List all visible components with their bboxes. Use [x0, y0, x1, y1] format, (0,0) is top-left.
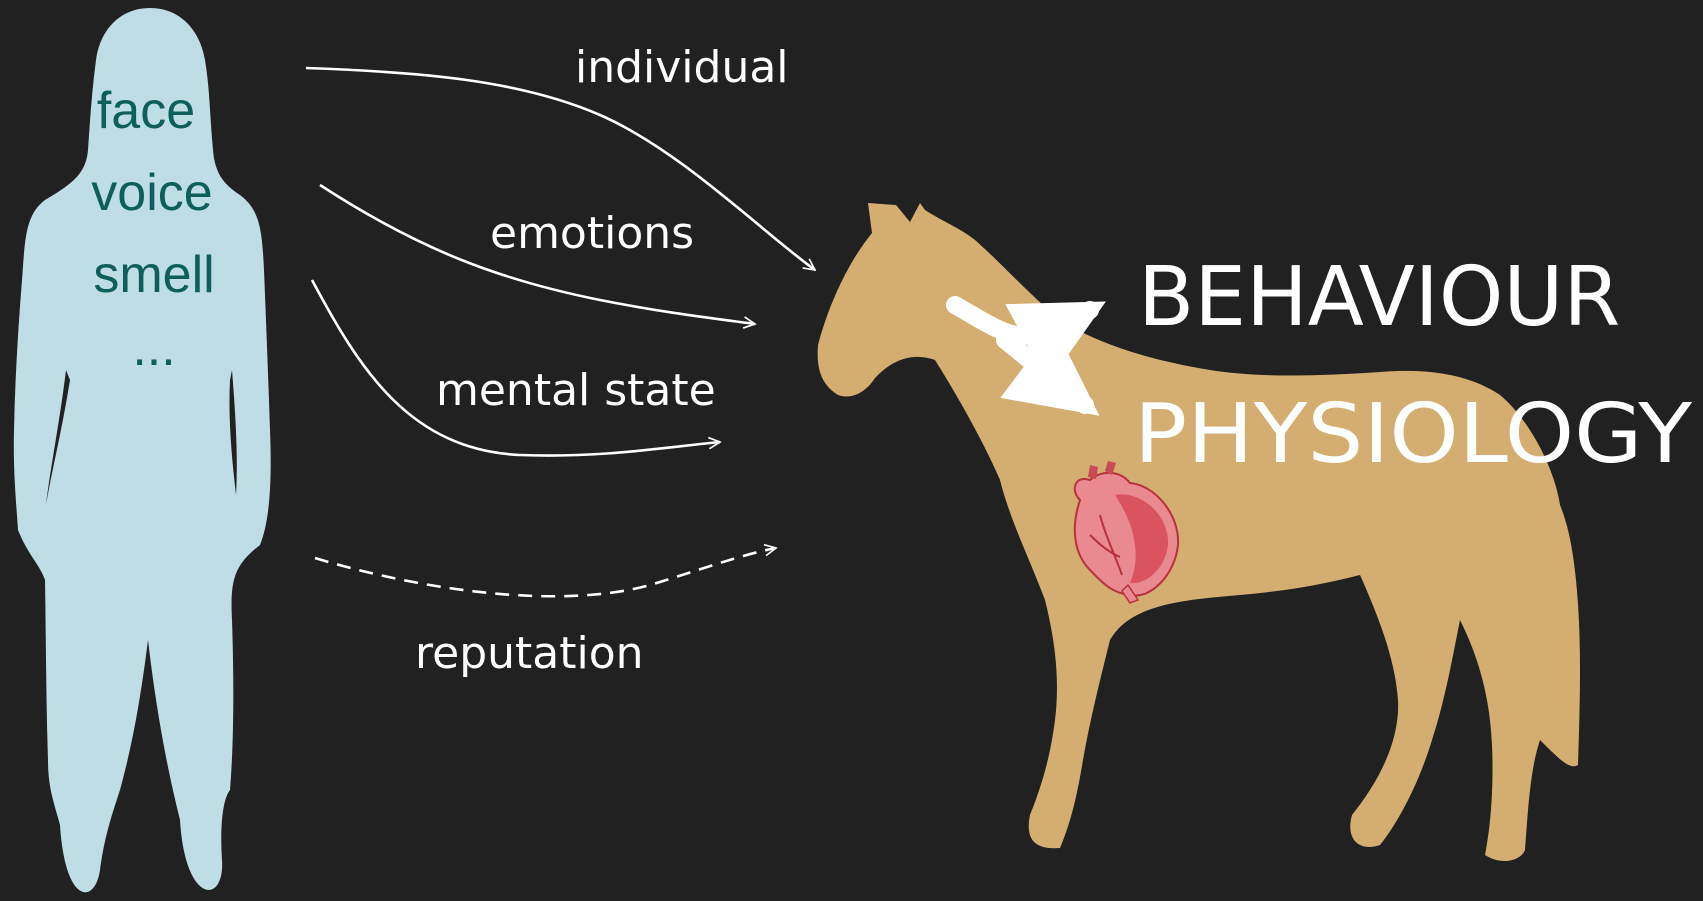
- trait-ellipsis: ...: [132, 319, 175, 377]
- label-behaviour: BEHAVIOUR: [1138, 250, 1620, 345]
- label-mental-state: mental state: [436, 365, 716, 416]
- label-reputation: reputation: [415, 628, 644, 679]
- label-individual: individual: [575, 42, 789, 93]
- trait-voice: voice: [91, 164, 212, 222]
- human-silhouette: [14, 8, 271, 892]
- trait-face: face: [97, 82, 195, 140]
- label-physiology: PHYSIOLOGY: [1134, 387, 1693, 482]
- label-emotions: emotions: [490, 208, 694, 259]
- reputation-arrow: [315, 548, 776, 596]
- trait-smell: smell: [93, 246, 214, 304]
